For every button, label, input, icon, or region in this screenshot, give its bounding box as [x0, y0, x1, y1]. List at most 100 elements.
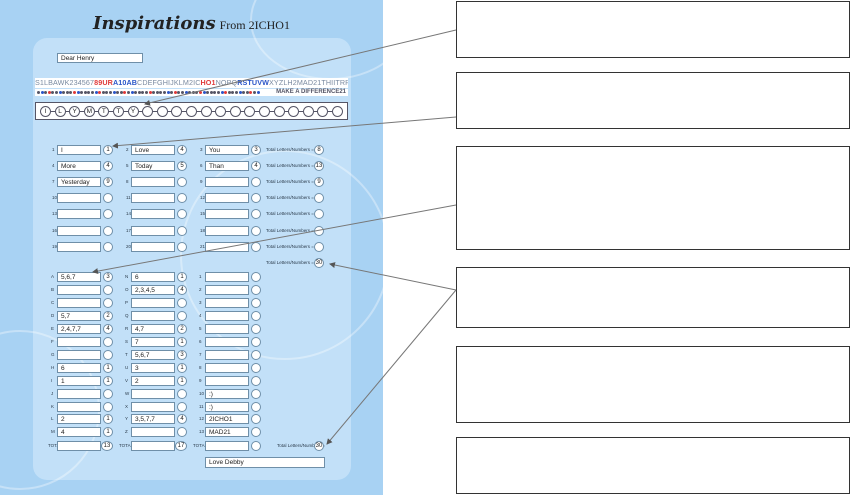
number-count[interactable]	[251, 336, 261, 347]
number-count[interactable]	[251, 272, 261, 282]
word-field[interactable]	[131, 225, 175, 236]
word-field[interactable]	[131, 177, 175, 188]
note-box-4[interactable]	[456, 267, 850, 328]
letter-count[interactable]: 4	[177, 414, 187, 425]
word-count[interactable]: 9	[103, 177, 113, 188]
bead[interactable]	[200, 106, 212, 117]
note-box-6[interactable]	[456, 437, 850, 494]
number-value[interactable]: :)	[205, 401, 249, 412]
number-count[interactable]	[251, 362, 261, 373]
word-count[interactable]	[103, 209, 113, 220]
total-col2[interactable]: 17	[175, 441, 187, 451]
note-box-3[interactable]	[456, 146, 850, 250]
bead[interactable]	[317, 106, 329, 117]
letter-positions[interactable]	[57, 349, 101, 360]
letter-count[interactable]: 1	[177, 375, 187, 386]
letter-count[interactable]	[177, 388, 187, 399]
number-count[interactable]	[251, 284, 261, 295]
word-count[interactable]	[251, 209, 261, 220]
row-total[interactable]: 9	[314, 177, 324, 188]
letter-count[interactable]	[103, 401, 113, 412]
letter-count[interactable]: 4	[177, 284, 187, 295]
number-count[interactable]	[251, 375, 261, 386]
number-value[interactable]	[205, 336, 249, 347]
letter-positions[interactable]	[57, 388, 101, 399]
bead[interactable]: Y	[69, 106, 81, 117]
letter-positions[interactable]: 4,7	[131, 323, 175, 334]
word-count[interactable]: 4	[103, 161, 113, 172]
number-value[interactable]	[205, 310, 249, 321]
bead[interactable]	[332, 106, 343, 117]
letter-count[interactable]	[103, 297, 113, 308]
letter-count[interactable]	[177, 297, 187, 308]
letter-count[interactable]: 1	[103, 375, 113, 386]
row-total[interactable]: 30	[314, 257, 324, 268]
bead[interactable]	[288, 106, 300, 117]
letter-count[interactable]: 1	[177, 362, 187, 373]
letter-count[interactable]: 2	[177, 323, 187, 334]
word-count[interactable]: 1	[103, 145, 113, 155]
letter-positions[interactable]: 5,7	[57, 310, 101, 321]
bead[interactable]: T	[113, 106, 124, 117]
number-count[interactable]	[251, 349, 261, 360]
letter-positions[interactable]: 5,6,7	[57, 272, 101, 282]
word-field[interactable]	[131, 193, 175, 204]
bead[interactable]	[273, 106, 285, 117]
total-blank[interactable]	[57, 441, 101, 451]
bead[interactable]	[186, 106, 197, 117]
word-count[interactable]	[251, 193, 261, 204]
word-field[interactable]	[205, 193, 249, 204]
number-value[interactable]	[205, 323, 249, 334]
greeting-field[interactable]: Dear Henry	[57, 53, 143, 63]
word-count[interactable]: 4	[251, 161, 261, 172]
letter-count[interactable]: 4	[103, 323, 113, 334]
letter-count[interactable]: 1	[103, 414, 113, 425]
number-count[interactable]	[251, 401, 261, 412]
letter-positions[interactable]	[57, 284, 101, 295]
bead[interactable]	[302, 106, 314, 117]
word-field[interactable]: Yesterday	[57, 177, 101, 188]
word-field[interactable]: More	[57, 161, 101, 172]
number-value[interactable]	[205, 284, 249, 295]
row-total[interactable]	[314, 193, 324, 204]
note-box-2[interactable]	[456, 72, 850, 129]
letter-positions[interactable]: 1	[57, 375, 101, 386]
letter-positions[interactable]: 7	[131, 336, 175, 347]
word-field[interactable]	[205, 225, 249, 236]
letter-count[interactable]	[103, 349, 113, 360]
word-field[interactable]: Today	[131, 161, 175, 172]
letter-count[interactable]: 1	[177, 272, 187, 282]
number-count[interactable]	[251, 427, 261, 438]
total-col1[interactable]: 13	[101, 441, 113, 451]
bead[interactable]	[259, 106, 270, 117]
letter-count[interactable]	[177, 310, 187, 321]
number-count[interactable]	[251, 323, 261, 334]
letter-positions[interactable]	[57, 297, 101, 308]
total-blank[interactable]	[205, 441, 249, 451]
word-count[interactable]	[251, 225, 261, 236]
total-col3[interactable]	[251, 441, 261, 451]
number-value[interactable]	[205, 272, 249, 282]
letter-positions[interactable]	[131, 401, 175, 412]
letter-count[interactable]: 1	[103, 362, 113, 373]
bead[interactable]	[244, 106, 256, 117]
letter-positions[interactable]	[131, 388, 175, 399]
number-value[interactable]: 2ICHO1	[205, 414, 249, 425]
letter-positions[interactable]	[131, 297, 175, 308]
word-count[interactable]: 4	[177, 145, 187, 155]
letter-positions[interactable]: 2	[131, 375, 175, 386]
signoff-field[interactable]: Love Debby	[205, 457, 325, 468]
letter-positions[interactable]: 6	[57, 362, 101, 373]
word-field[interactable]	[57, 241, 101, 252]
word-field[interactable]	[131, 209, 175, 220]
number-value[interactable]	[205, 297, 249, 308]
word-field[interactable]	[205, 177, 249, 188]
bead[interactable]	[229, 106, 241, 117]
word-count[interactable]	[177, 177, 187, 188]
bead[interactable]: Y	[127, 106, 139, 117]
bead[interactable]: I	[40, 106, 51, 117]
letter-count[interactable]: 3	[177, 349, 187, 360]
letter-positions[interactable]: 6	[131, 272, 175, 282]
word-count[interactable]	[103, 225, 113, 236]
letter-count[interactable]	[177, 427, 187, 438]
